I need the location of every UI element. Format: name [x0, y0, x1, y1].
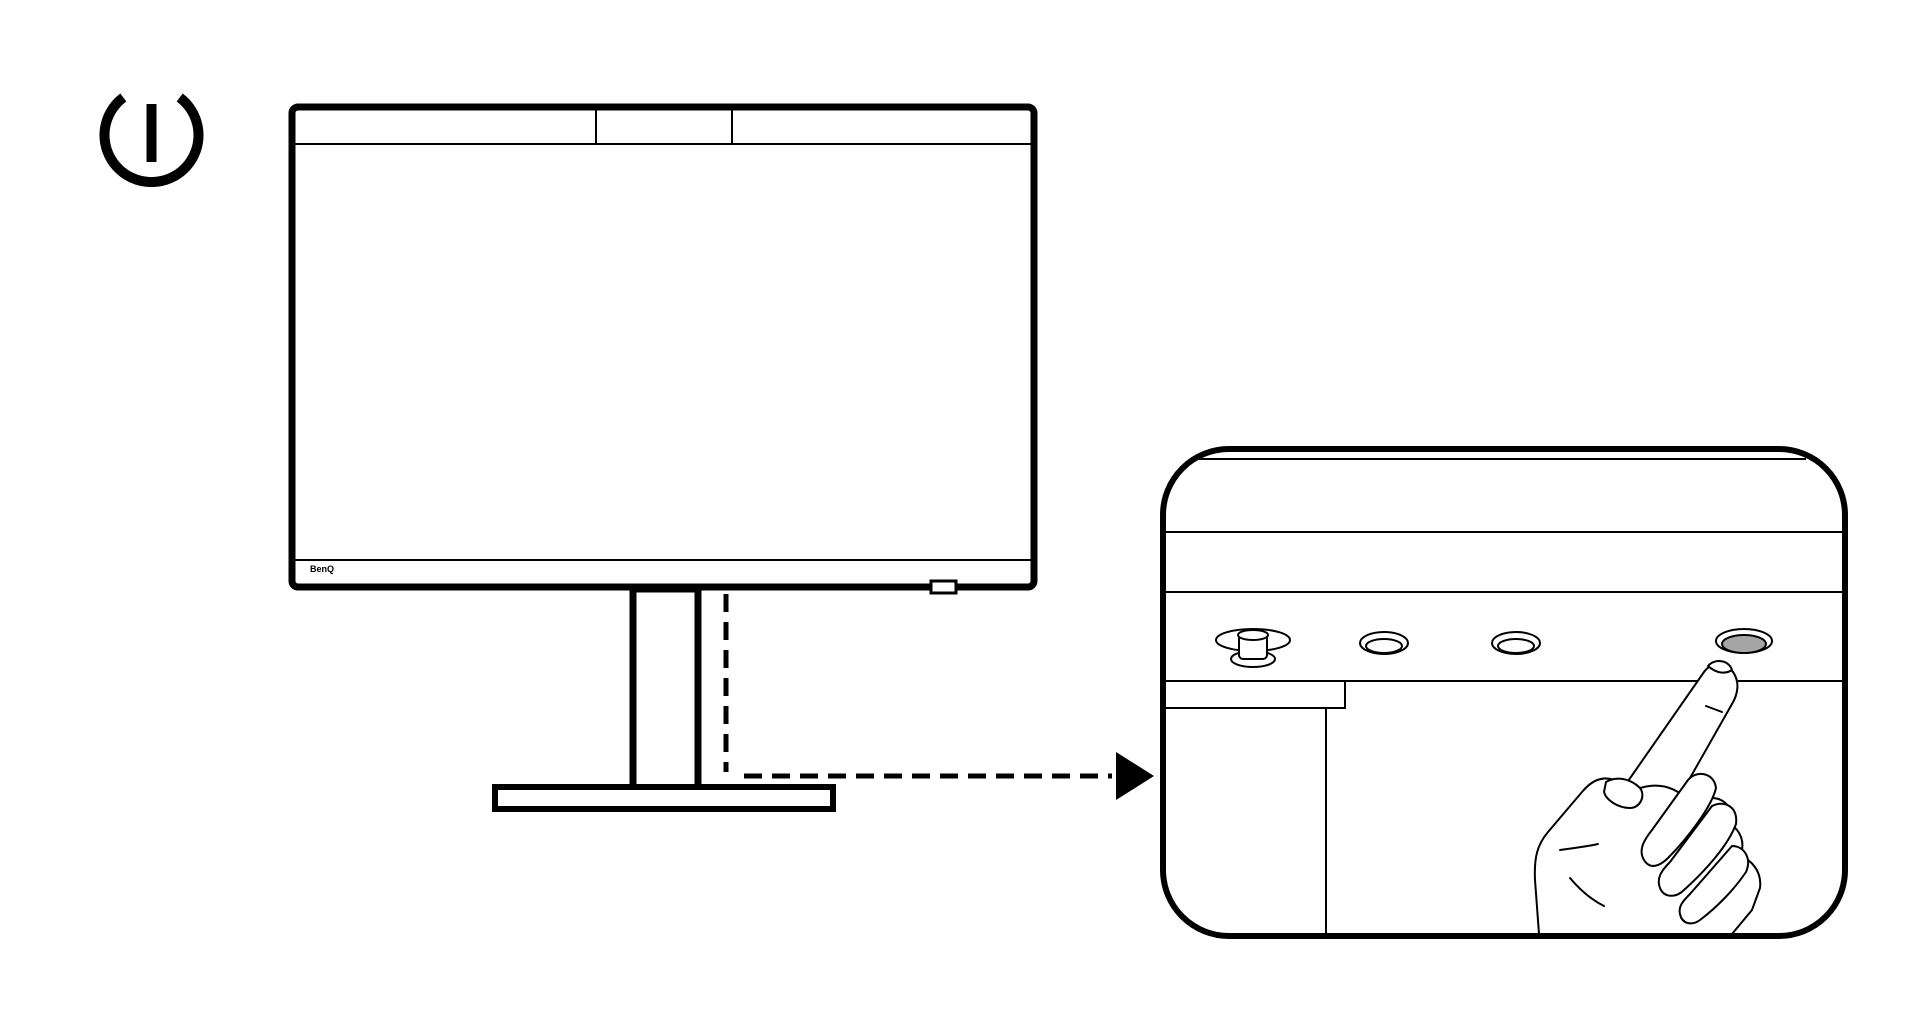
monitor-frame: [288, 103, 1038, 591]
detail-stand-edge: [1166, 681, 1346, 709]
brand-logo: BenQ: [310, 564, 334, 574]
stand-connector: [660, 586, 666, 591]
power-icon: [99, 93, 204, 188]
control-button-2-inner: [1497, 638, 1535, 654]
hand-palm-line-2: [1569, 877, 1605, 907]
hand-thumb: [1603, 777, 1644, 809]
hand-finger-3: [1657, 802, 1738, 897]
hand-pointing-icon: [1533, 660, 1762, 935]
hand-knuckle-crease: [1705, 705, 1723, 713]
control-button-2: [1491, 631, 1541, 655]
control-button-1: [1359, 631, 1409, 655]
arrow-right-icon: [1116, 752, 1154, 800]
stand-base: [492, 784, 836, 812]
hand-palm-line: [1559, 843, 1599, 851]
dashed-arrow: [723, 594, 1154, 800]
power-button: [1715, 628, 1773, 654]
stand-neck: [629, 585, 702, 795]
joystick-top: [1237, 629, 1269, 641]
hand-finger-4: [1678, 845, 1750, 925]
control-button-1-inner: [1365, 638, 1403, 654]
monitor: [288, 103, 1038, 812]
power-icon-arc: [99, 93, 204, 188]
hand-index-nail: [1707, 660, 1733, 674]
hand-finger-2: [1640, 772, 1717, 867]
monitor-button-tab: [929, 579, 958, 595]
joystick-button: [1215, 628, 1291, 668]
power-button-pressed: [1721, 634, 1767, 654]
